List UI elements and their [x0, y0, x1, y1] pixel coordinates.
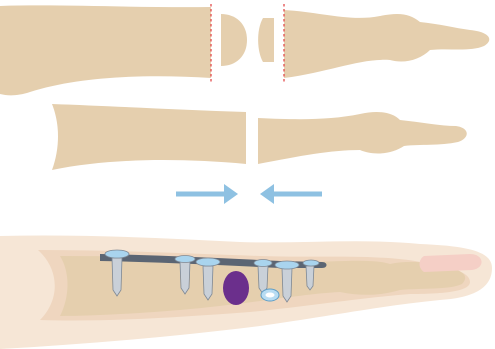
arrow-left-icon: [260, 184, 322, 204]
resected-fragment-left: [221, 14, 247, 66]
nerve-bundle: [223, 271, 249, 305]
arrow-right-icon: [176, 184, 238, 204]
proximal-bone-resected: [52, 104, 246, 170]
distal-bone-segment: [284, 10, 489, 78]
resected-fragment-right: [258, 18, 274, 62]
proximal-bone-segment: [0, 5, 211, 95]
compression-arrows: [176, 184, 322, 204]
distal-bone-resected: [258, 112, 467, 164]
blood-vessel-lumen: [266, 293, 275, 298]
fingernail: [420, 254, 482, 272]
panel-resected: [52, 104, 467, 170]
panel-osteotomy: [0, 4, 489, 95]
panel-fixation: [0, 235, 492, 349]
